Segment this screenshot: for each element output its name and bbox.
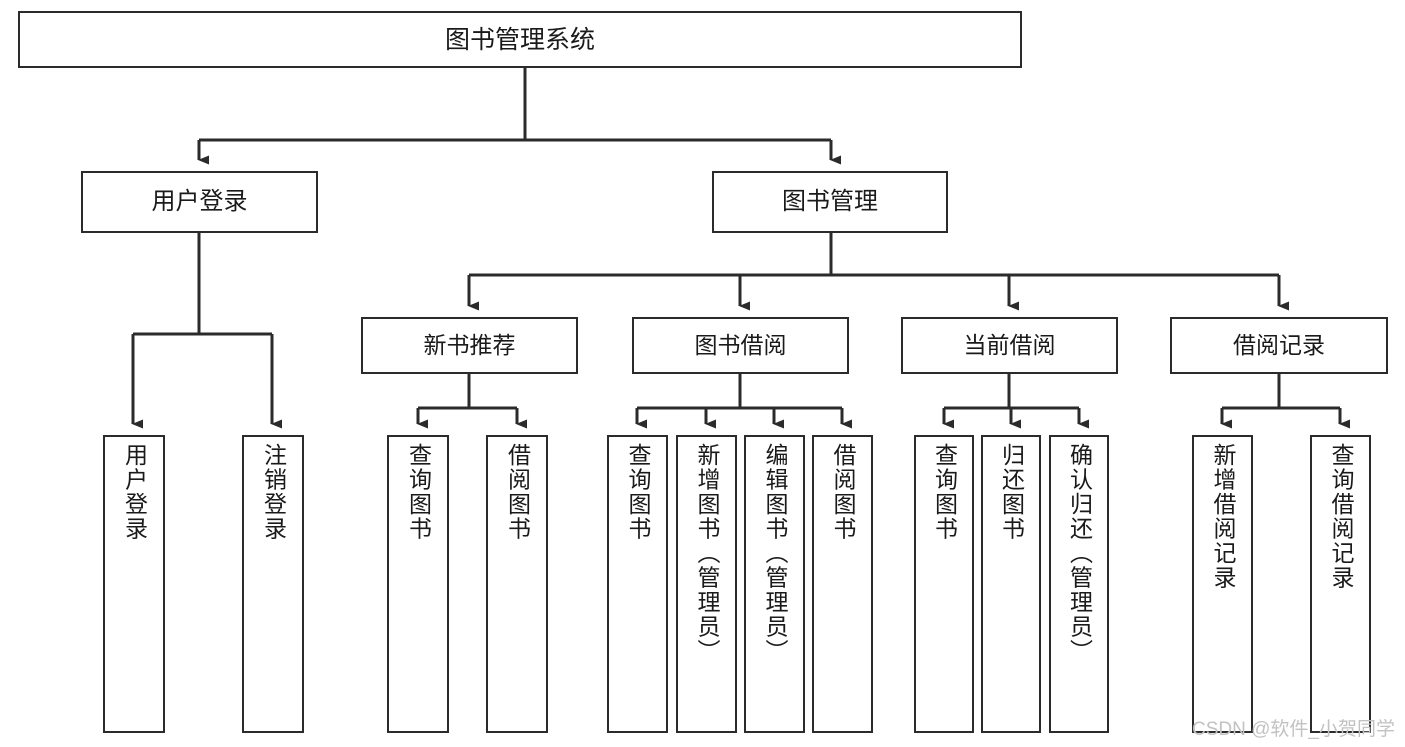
leaf-borrow-book-1-label: 借阅图书 — [504, 443, 531, 541]
leaf-edit-book[interactable]: 编辑图书（管理员） — [744, 435, 805, 733]
leaf-add-book[interactable]: 新增图书（管理员） — [676, 435, 737, 733]
node-borrow-record[interactable]: 借阅记录 — [1170, 317, 1388, 374]
leaf-borrow-book-2[interactable]: 借阅图书 — [812, 435, 873, 733]
node-new-book-rec[interactable]: 新书推荐 — [361, 317, 578, 374]
node-root[interactable]: 图书管理系统 — [18, 11, 1022, 68]
node-book-manage[interactable]: 图书管理 — [712, 171, 948, 233]
leaf-user-logout-label: 注销登录 — [260, 443, 287, 541]
node-user-login-label: 用户登录 — [151, 187, 248, 215]
leaf-add-record-label: 新增借阅记录 — [1210, 443, 1236, 590]
leaf-borrow-book-2-label: 借阅图书 — [830, 443, 856, 541]
leaf-edit-book-label: 编辑图书（管理员） — [762, 443, 788, 664]
leaf-query-book-1[interactable]: 查询图书 — [387, 435, 449, 733]
node-new-book-rec-label: 新书推荐 — [423, 331, 516, 358]
leaf-user-login-label: 用户登录 — [121, 443, 148, 541]
leaf-query-record[interactable]: 查询借阅记录 — [1310, 435, 1371, 733]
node-book-borrow-label: 图书借阅 — [694, 331, 787, 358]
leaf-return-book-label: 归还图书 — [998, 443, 1025, 541]
leaf-borrow-book-1[interactable]: 借阅图书 — [486, 435, 548, 733]
node-root-label: 图书管理系统 — [444, 25, 595, 54]
leaf-query-book-3[interactable]: 查询图书 — [914, 435, 974, 733]
leaf-add-record[interactable]: 新增借阅记录 — [1192, 435, 1253, 733]
node-current-borrow-label: 当前借阅 — [963, 331, 1056, 358]
leaf-user-login[interactable]: 用户登录 — [103, 435, 165, 733]
node-book-borrow[interactable]: 图书借阅 — [632, 317, 849, 374]
node-borrow-record-label: 借阅记录 — [1233, 331, 1325, 358]
csdn-watermark: CSDN @软件_小贺同学 — [1192, 719, 1395, 740]
leaf-confirm-return[interactable]: 确认归还（管理员） — [1049, 435, 1109, 733]
leaf-add-book-label: 新增图书（管理员） — [694, 443, 720, 664]
leaf-query-book-3-label: 查询图书 — [931, 443, 958, 541]
leaf-confirm-return-label: 确认归还（管理员） — [1066, 443, 1093, 664]
node-current-borrow[interactable]: 当前借阅 — [901, 317, 1118, 374]
leaf-query-book-2[interactable]: 查询图书 — [607, 435, 668, 733]
leaf-query-book-2-label: 查询图书 — [625, 443, 651, 541]
leaf-query-book-1-label: 查询图书 — [405, 443, 432, 541]
node-user-login[interactable]: 用户登录 — [81, 171, 318, 233]
leaf-return-book[interactable]: 归还图书 — [981, 435, 1041, 733]
node-book-manage-label: 图书管理 — [782, 187, 878, 215]
leaf-query-record-label: 查询借阅记录 — [1328, 443, 1354, 590]
leaf-user-logout[interactable]: 注销登录 — [242, 435, 304, 733]
